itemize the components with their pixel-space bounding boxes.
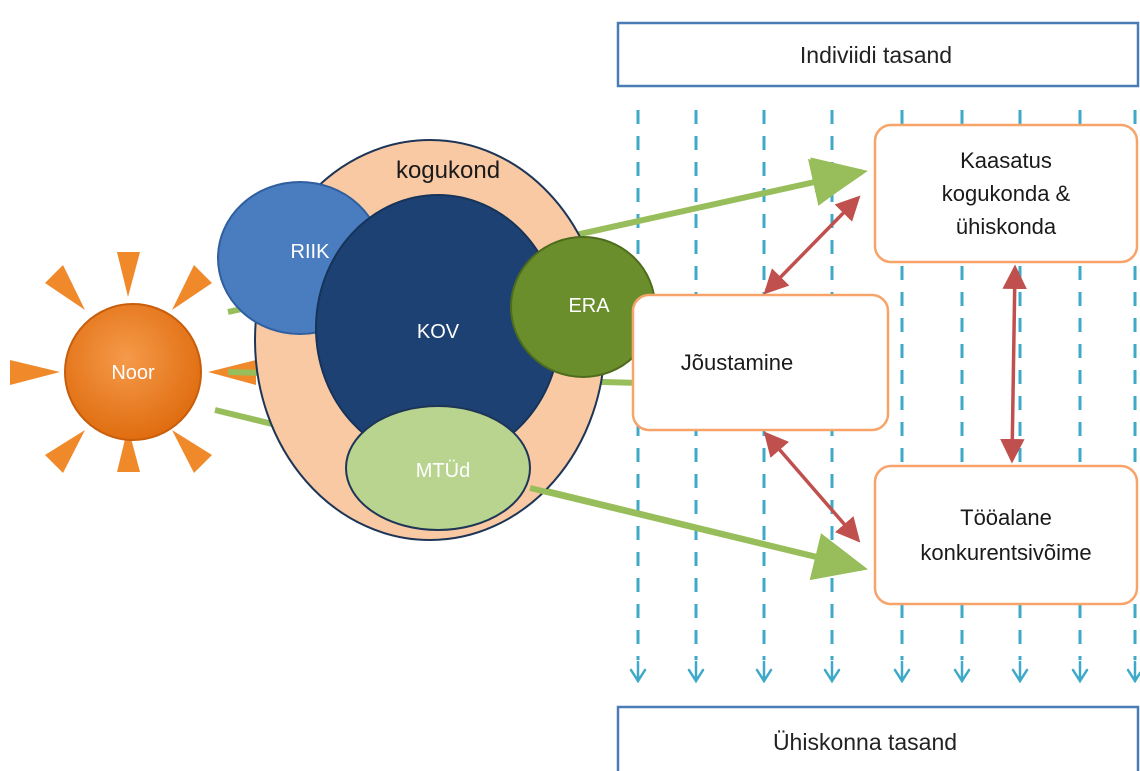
local-gov-label: KOV [417,321,460,343]
employability-box: Tööalane konkurentsivõime [873,464,1139,606]
sun-ray [10,360,60,385]
empowerment-box: Jõustamine [631,293,890,432]
sun-circle [64,303,202,441]
sun-label: Noor [111,362,155,384]
green-arrow-tip-inclusion [810,157,868,205]
state-label: RIIK [291,241,331,263]
down-arrow-icon [1011,660,1029,684]
sun-ray [117,252,140,297]
sun-ray [45,265,85,310]
employability-line-2: konkurentsivõime [920,540,1091,565]
green-arrow-from-ngo [529,485,868,581]
sun-rays [10,252,256,473]
red-arrow-inclusion-employability [1000,264,1027,464]
inclusion-line-2: kogukonda & [942,181,1071,206]
bottom-level-box: Ühiskonna tasand [616,705,1140,771]
community-label: kogukond [396,157,500,184]
inclusion-line-3: ühiskonda [956,214,1057,239]
down-arrow-heads [629,660,1140,684]
down-arrow-icon [953,660,971,684]
ngo-label: MTÜd [416,460,470,482]
empowerment-label: Jõustamine [681,350,794,375]
sun-ray [117,427,140,472]
employability-line-1: Tööalane [960,505,1052,530]
down-arrow-icon [687,660,705,684]
sun-ray [172,430,212,473]
red-arrows [763,195,1027,543]
bottom-level-label: Ühiskonna tasand [773,729,957,755]
red-arrow-empowerment-inclusion [763,195,861,295]
down-arrow-icon [1071,660,1089,684]
ngo-circle [345,405,531,531]
down-arrow-icon [823,660,841,684]
down-arrow-icon [629,660,647,684]
inclusion-box: Kaasatus kogukonda & ühiskonda [873,123,1139,264]
down-arrow-icon [893,660,911,684]
inclusion-line-1: Kaasatus [960,148,1052,173]
private-label: ERA [568,295,610,317]
red-arrow-empowerment-employability [763,431,861,543]
sun-ray [45,430,85,473]
sun-ray [172,265,212,310]
down-arrow-icon [1126,660,1140,684]
top-level-label: Indiviidi tasand [800,42,952,68]
down-arrow-icon [755,660,773,684]
top-level-box: Indiviidi tasand [616,21,1140,88]
